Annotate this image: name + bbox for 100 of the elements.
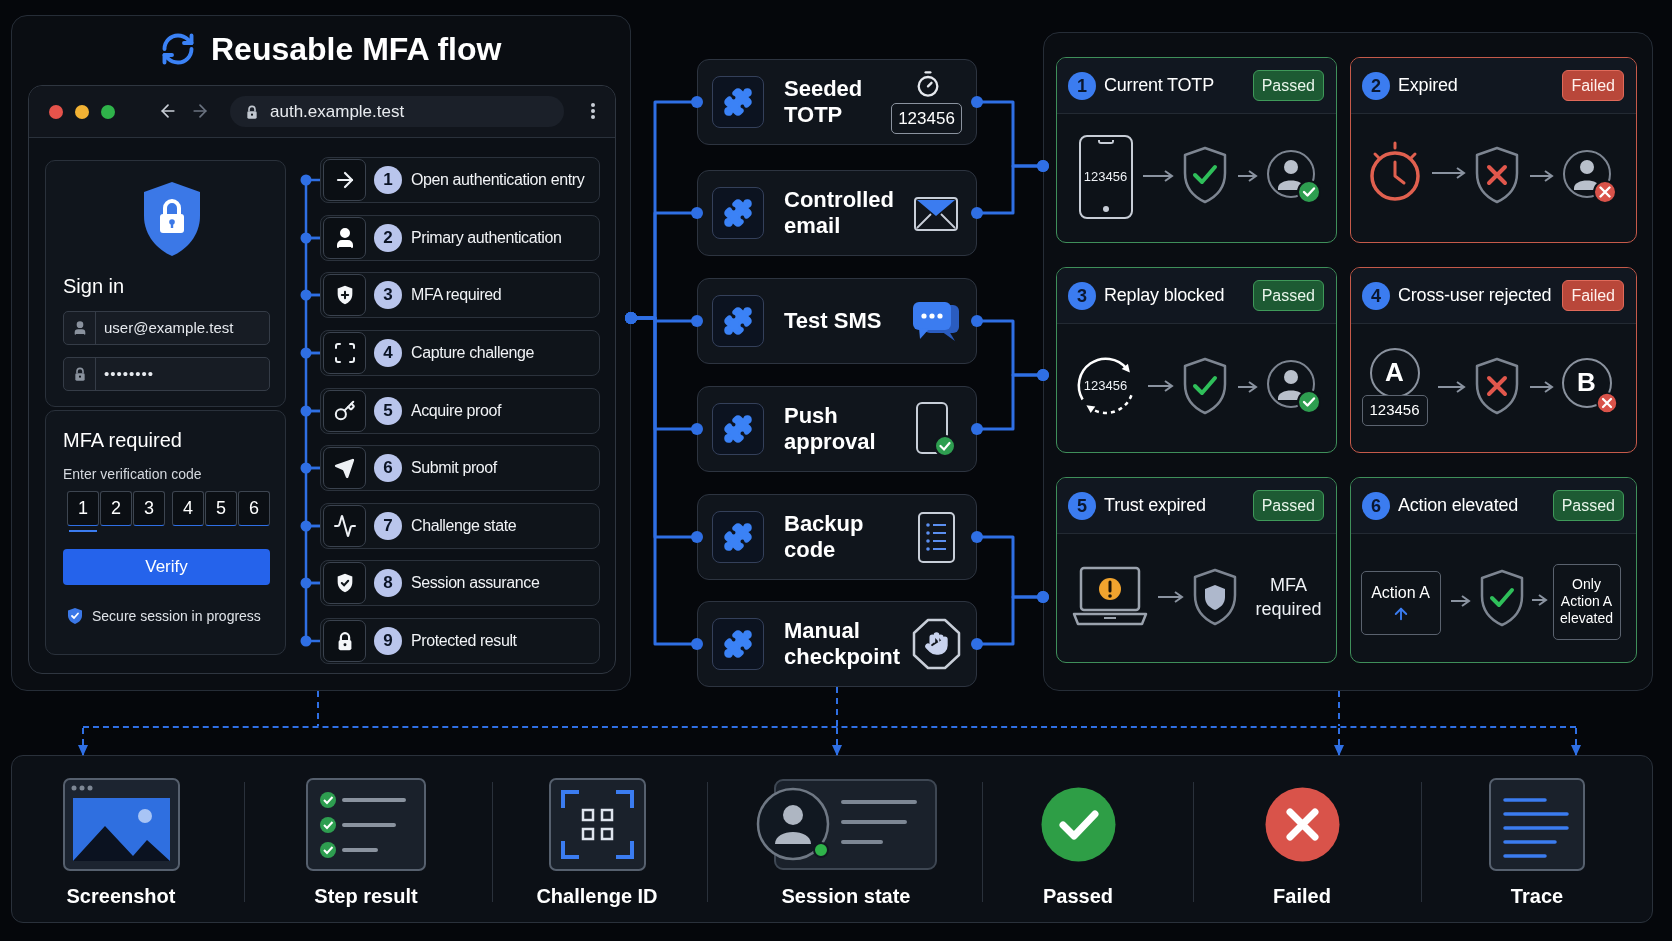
step-label: Submit proof — [411, 458, 497, 478]
arrow — [1437, 381, 1465, 393]
card-title: Cross-user rejected — [1398, 284, 1552, 307]
scenario-card — [1350, 267, 1637, 453]
step-row — [320, 445, 600, 491]
step-label: Protected result — [411, 631, 517, 651]
connector-line — [625, 312, 703, 650]
artifact-label: Trace — [1510, 884, 1564, 908]
code-chip: 123456 — [1361, 394, 1428, 426]
action-label: Action A — [1371, 582, 1430, 603]
result-text: MFA required — [1249, 569, 1328, 624]
card-title: Replay blocked — [1104, 284, 1225, 307]
connector-line — [971, 369, 1049, 435]
step-number: 7 — [374, 512, 402, 540]
email-field: user@example.test — [63, 311, 270, 345]
shield-x-icon — [1473, 356, 1520, 415]
step-number: 8 — [374, 569, 402, 597]
scenario-number: 5 — [1068, 492, 1096, 520]
browser-window — [28, 85, 616, 674]
step-row — [320, 157, 600, 203]
connector-line — [971, 591, 1049, 650]
action-box — [1360, 570, 1441, 635]
verify-button: Verify — [63, 549, 270, 585]
step-number: 1 — [374, 166, 402, 194]
channel-card — [697, 494, 977, 580]
address-bar: auth.example.test — [230, 96, 564, 127]
scenario-number: 3 — [1068, 282, 1096, 310]
arrow — [1237, 381, 1257, 393]
card-heading: MFA required — [63, 428, 182, 452]
user-letter-avatar: A — [1369, 347, 1420, 398]
artifact-bar — [11, 755, 1653, 923]
shield-check-icon — [1478, 568, 1525, 627]
card-title: Trust expired — [1104, 494, 1206, 517]
step-label: Primary authentication — [411, 228, 562, 248]
arrow — [1529, 381, 1553, 393]
code-digit-field: 2 — [100, 491, 132, 526]
step-number: 2 — [374, 224, 402, 252]
card-title: Controlled email — [784, 187, 895, 239]
channel-card — [697, 278, 977, 364]
step-row — [320, 503, 600, 549]
results-panel — [1043, 32, 1653, 691]
code-digit-field: 1 — [67, 491, 99, 526]
status-badge: Passed — [1252, 280, 1324, 311]
outcome-box: Only Action A elevated — [1552, 563, 1621, 640]
phone-display: 123456 — [1078, 134, 1133, 219]
dashed-line — [1338, 690, 1340, 727]
scenario-card — [1056, 267, 1337, 453]
scenario-number: 1 — [1068, 72, 1096, 100]
arrow — [1157, 591, 1183, 603]
arrow — [1431, 167, 1465, 179]
shield-icon — [1191, 567, 1238, 626]
diagram-title: Reusable MFA flow — [211, 30, 502, 69]
scenario-card — [1056, 57, 1337, 243]
artifact-label: Screenshot — [66, 884, 176, 908]
scenario-number: 4 — [1362, 282, 1390, 310]
step-number: 6 — [374, 454, 402, 482]
channel-card — [697, 601, 977, 687]
step-row — [320, 330, 600, 376]
step-row — [320, 215, 600, 261]
channel-card — [697, 170, 977, 256]
card-title: Manual checkpoint — [784, 618, 902, 670]
card-title: Backup code — [784, 511, 865, 563]
code-digit-field: 5 — [205, 491, 237, 526]
arrow — [1529, 170, 1553, 182]
scenario-card — [1350, 477, 1637, 663]
code-digit-field: 3 — [133, 491, 165, 526]
replay-code-ring: 123456 — [1073, 349, 1138, 422]
step-number: 9 — [374, 627, 402, 655]
shield-check-icon — [1181, 145, 1228, 204]
artifact-label: Session state — [781, 884, 911, 908]
arrow — [1450, 595, 1470, 607]
code-digit-field: 4 — [172, 491, 204, 526]
status-badge: Passed — [1252, 490, 1324, 521]
status-badge: Passed — [1552, 490, 1624, 521]
user-letter-avatar: B — [1561, 357, 1612, 408]
step-label: Session assurance — [411, 573, 540, 593]
alarm-clock-icon — [1367, 139, 1422, 202]
dashed-arrow — [1334, 727, 1344, 756]
step-row — [320, 388, 600, 434]
status-badge: Passed — [1252, 70, 1324, 101]
code-chip: 123456 — [891, 103, 962, 134]
scenario-number: 2 — [1362, 72, 1390, 100]
password-field: •••••••• — [63, 357, 270, 391]
scenario-card — [1350, 57, 1637, 243]
step-number: 4 — [374, 339, 402, 367]
step-label: Challenge state — [411, 516, 517, 536]
step-row — [320, 272, 600, 318]
step-row — [320, 560, 600, 606]
dashed-arrow — [1571, 727, 1581, 756]
card-heading: Sign in — [63, 274, 125, 298]
shield-check-icon — [1181, 356, 1228, 415]
dashed-bus-line — [83, 726, 1576, 728]
arrow — [1531, 594, 1547, 606]
mfa-card — [45, 410, 286, 655]
dashed-line — [317, 690, 319, 727]
code-digit-field: 6 — [238, 491, 270, 526]
dashed-arrow — [832, 727, 842, 756]
channel-card — [697, 386, 977, 472]
step-number: 3 — [374, 281, 402, 309]
card-title: Test SMS — [784, 308, 882, 334]
